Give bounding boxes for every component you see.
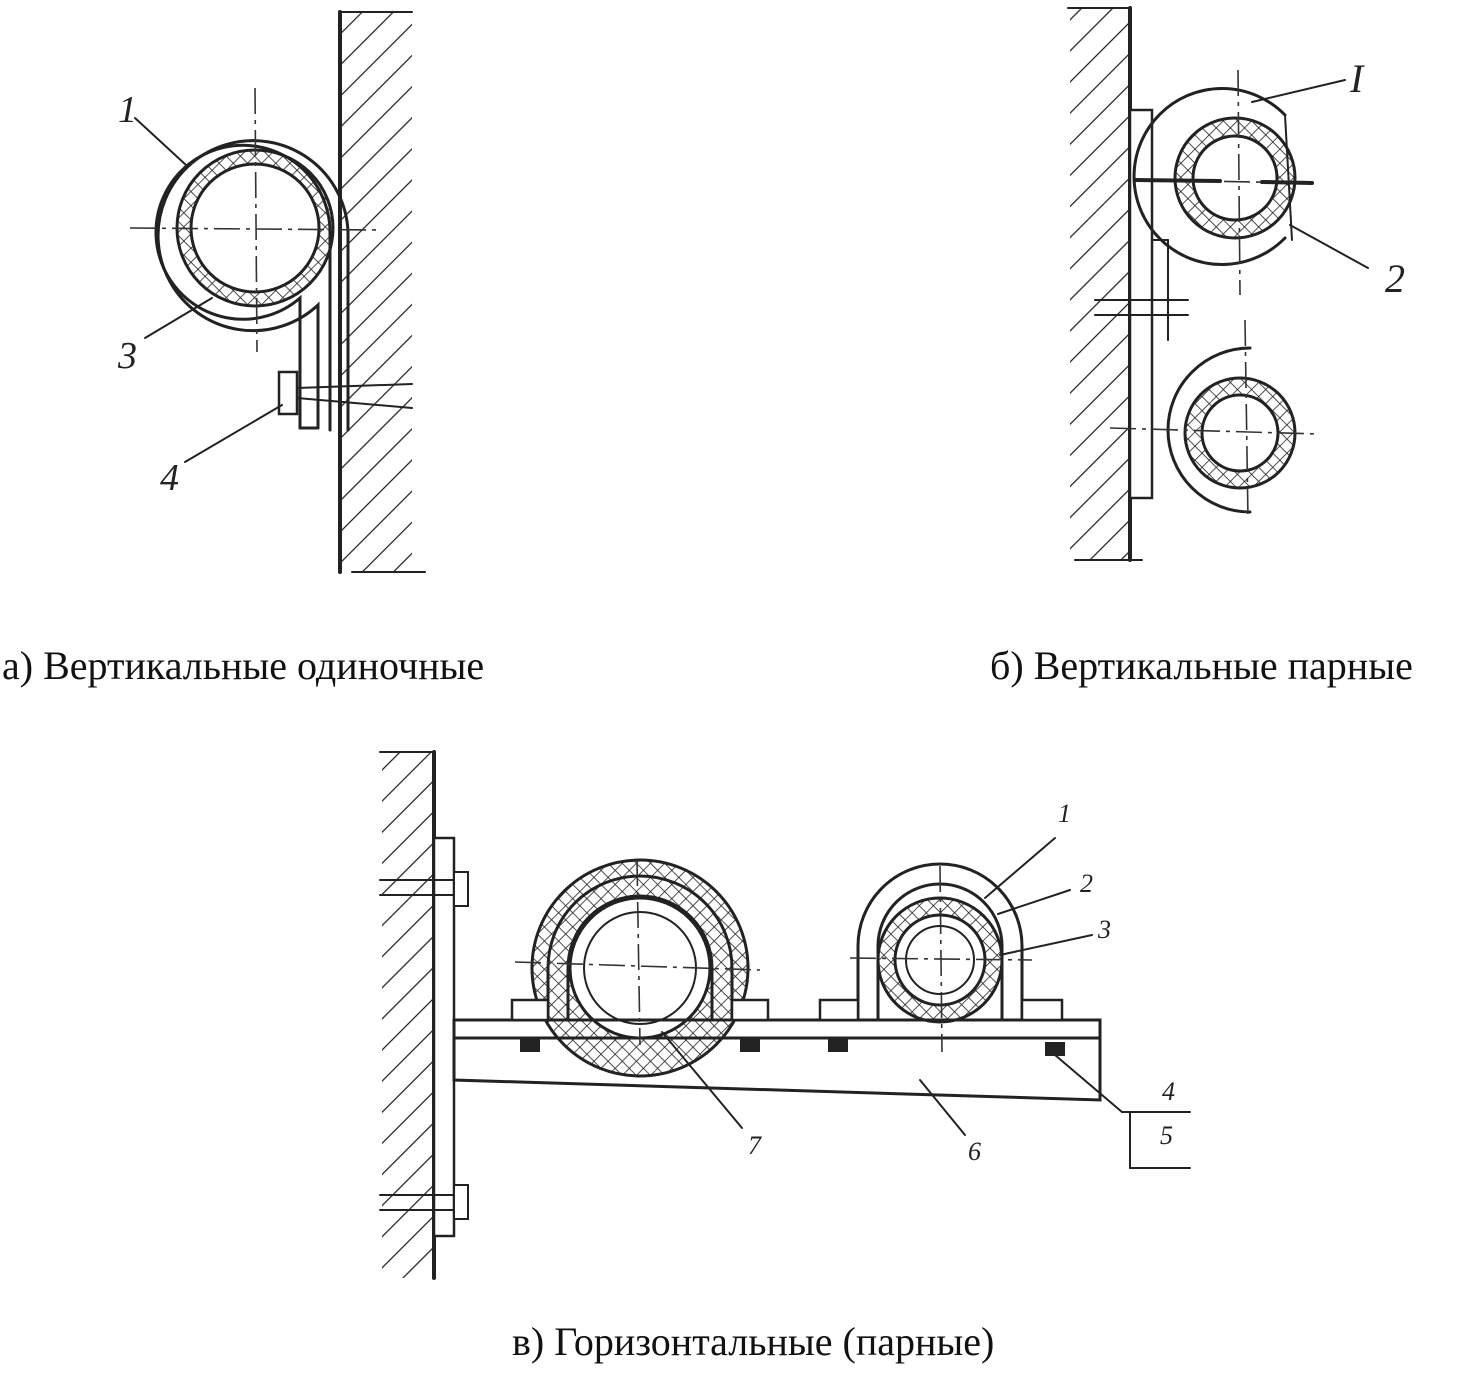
bracket-beam [452,1018,1102,1102]
callout-c-4: 4 [1162,1077,1175,1106]
callout-c-2: 2 [1080,869,1093,898]
callout-c-3: 3 [1097,915,1111,944]
mounting-plate [1094,108,1189,500]
callout-a-3: 3 [117,335,137,377]
bolt [277,370,413,416]
callout-a-4: 4 [160,457,179,499]
caption-vertical-paired: б) Вертикальные парные [990,643,1413,688]
callout-a-1: 1 [118,89,137,131]
diagram-vertical-single: 1 3 4 [117,10,426,574]
callout-c-1: 1 [1058,799,1071,828]
wall [338,10,426,574]
diagram-vertical-paired: I 2 [1067,6,1405,562]
wall [1067,6,1143,562]
callout-b-I: I [1349,56,1365,101]
callout-b-2: 2 [1385,256,1405,301]
callout-c-7: 7 [748,1131,762,1160]
caption-vertical-single: а) Вертикальные одиночные [2,643,485,688]
caption-horizontal-paired: в) Горизонтальные (парные) [512,1319,995,1364]
upper-pipe [1132,87,1297,266]
callout-c-5: 5 [1160,1121,1173,1150]
callout-c-6: 6 [968,1137,981,1166]
diagram-horizontal-paired: 1 2 3 4 5 6 7 [379,750,1191,1280]
wall [379,750,436,1280]
